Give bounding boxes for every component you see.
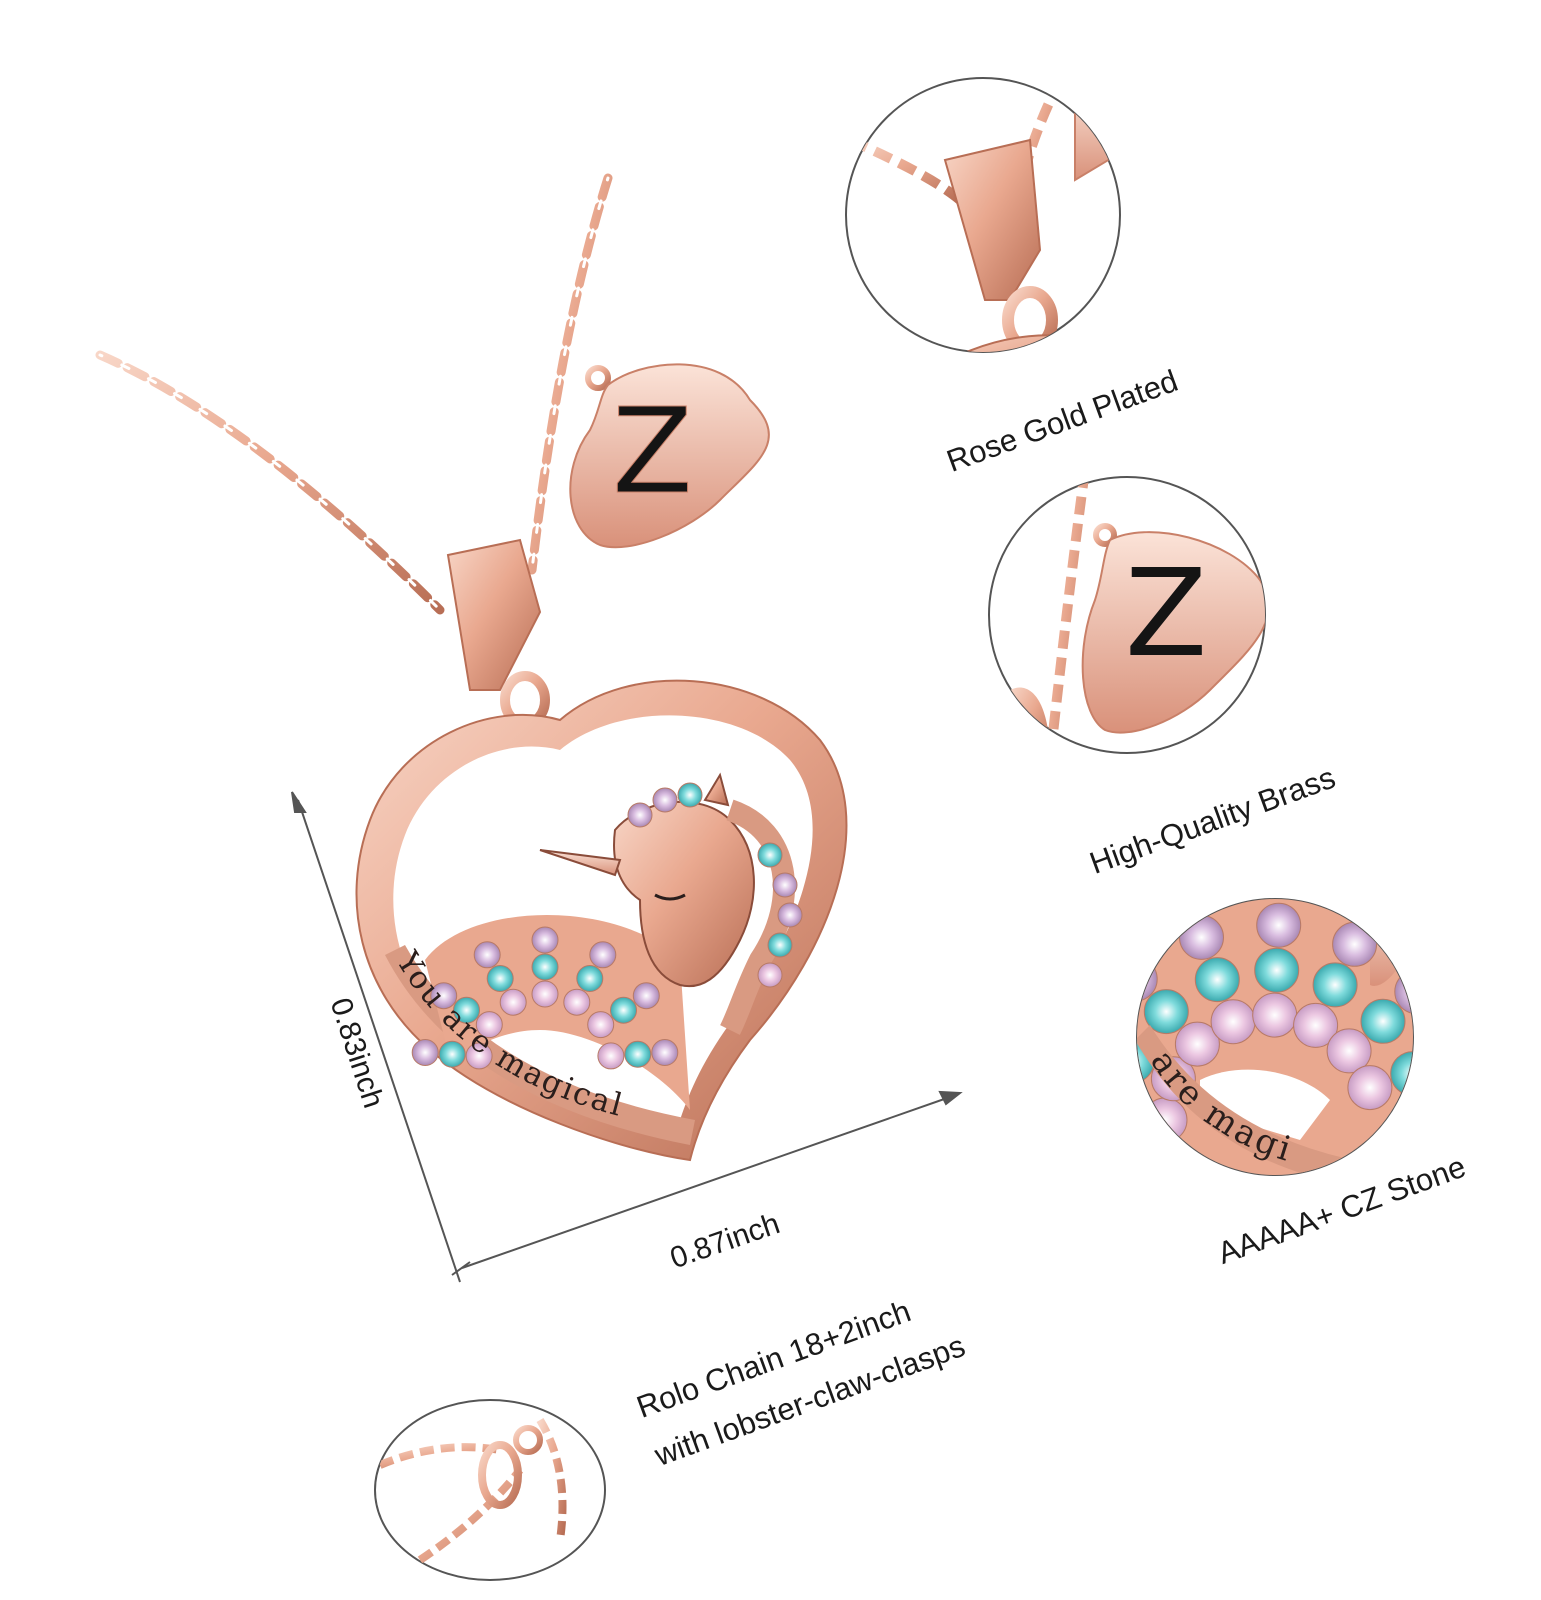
- mane-stone: [677, 782, 703, 808]
- mane-stone: [757, 842, 783, 868]
- zoom-stones-circle: are magi: [1053, 898, 1478, 1176]
- rolo-chain: [95, 173, 613, 615]
- initial-heart-charm: [569, 363, 770, 549]
- cz-stone: [531, 926, 559, 954]
- cz-stone: [1210, 999, 1256, 1045]
- cz-stone: [1326, 1028, 1372, 1074]
- cz-stone: [1194, 957, 1240, 1003]
- cz-stone: [651, 1039, 679, 1066]
- cz-stone: [1347, 1065, 1393, 1111]
- cz-stone: [1312, 962, 1358, 1008]
- mane-stone: [652, 787, 678, 813]
- charm-initial-letter: Z: [612, 382, 694, 521]
- mane-stone: [767, 932, 793, 958]
- cz-stone: [531, 953, 559, 981]
- cz-stone: [1293, 1002, 1339, 1048]
- cz-stone: [1256, 902, 1302, 948]
- mane-stone: [627, 802, 653, 828]
- mane-stone: [757, 962, 783, 988]
- cz-stone: [632, 982, 660, 1010]
- cz-stone: [430, 982, 458, 1010]
- cz-stone: [1053, 1098, 1097, 1142]
- cz-stone: [624, 1040, 652, 1068]
- cz-stone: [1143, 989, 1189, 1035]
- cz-stone: [576, 965, 604, 992]
- cz-stone: [610, 996, 637, 1024]
- cz-stone: [1394, 969, 1413, 1015]
- cz-stone: [1332, 921, 1378, 967]
- cz-stone: [486, 965, 514, 992]
- cz-stone: [475, 1011, 503, 1039]
- dimension-lines: [291, 791, 963, 1283]
- cz-stone: [411, 1039, 439, 1066]
- zoom-charm-initial-letter: Z: [1125, 545, 1208, 684]
- cz-stone: [438, 1040, 466, 1068]
- cz-stones: [411, 926, 679, 1070]
- cz-stone: [453, 996, 480, 1024]
- cz-stone: [1254, 947, 1300, 993]
- zoom-bail-circle: [845, 77, 1121, 353]
- cz-stone: [563, 988, 591, 1016]
- cz-stone: [1137, 956, 1158, 1002]
- cz-stone: [1252, 992, 1298, 1038]
- cz-stone: [1360, 998, 1406, 1044]
- cz-stone: [473, 941, 501, 969]
- cz-stone: [597, 1042, 625, 1070]
- cz-stone: [1137, 1097, 1143, 1143]
- cz-stone: [1179, 914, 1224, 960]
- mane-stone: [772, 872, 798, 898]
- mane-stones: [627, 782, 803, 988]
- cz-stone: [589, 941, 617, 969]
- cz-stone: [499, 988, 527, 1016]
- cz-stone: [587, 1011, 615, 1039]
- zoom-clasp-ellipse: [374, 1399, 606, 1581]
- cz-stone: [1174, 1021, 1220, 1067]
- cz-stone: [531, 980, 559, 1008]
- cz-stone: [465, 1042, 493, 1070]
- cz-stone: [1069, 1021, 1113, 1065]
- mane-stone: [777, 902, 803, 928]
- cz-stone: [1434, 1038, 1478, 1082]
- cz-stone: [1390, 1051, 1413, 1097]
